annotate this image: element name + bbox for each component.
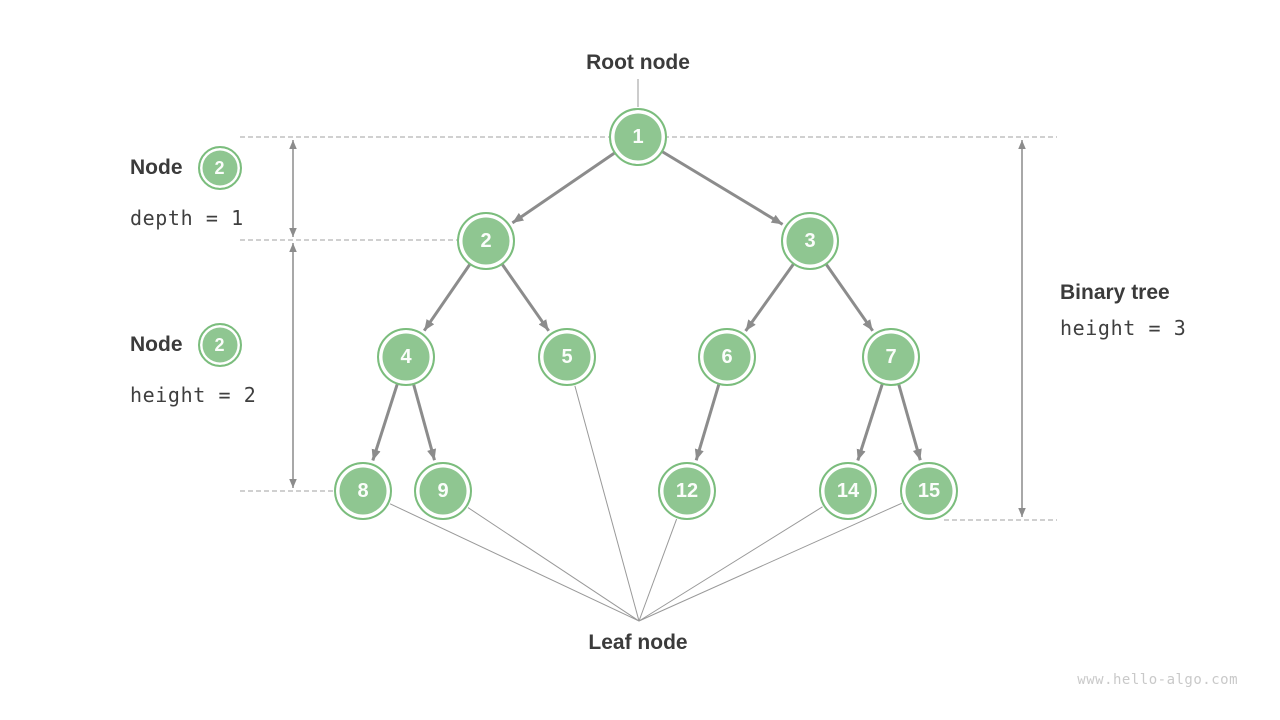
leaf-pointer-line [638,518,678,622]
leaf-pointer-line [638,506,823,622]
root-node-label: Root node [586,51,690,74]
node-depth-annotation: Node 2 depth = 1 [130,146,244,230]
node-depth-head: Node 2 [130,146,244,190]
tree-edge-1-3 [661,150,784,226]
tree-edge-7-14 [856,383,884,461]
tree-edge-7-15 [897,383,922,461]
node-depth-title: Node [130,156,183,179]
tree-edge-2-4 [422,263,472,332]
node-height-head: Node 2 [130,323,256,367]
leaf-pointer-line [638,502,902,622]
binary-tree-height-detail: height = 3 [1060,316,1187,340]
tree-edge-4-9 [412,383,437,461]
leaf-pointer-line [389,503,640,622]
node-height-annotation: Node 2 height = 2 [130,323,256,407]
node-depth-detail: depth = 1 [130,206,244,230]
node-height-badge: 2 [197,323,242,367]
tree-edge-1-2 [511,151,616,225]
tree-edge-4-8 [371,383,399,461]
tree-edge-3-6 [744,262,795,332]
node-height-title: Node [130,333,183,356]
tree-edge-6-12 [694,383,721,461]
watermark: www.hello-algo.com [1077,672,1238,688]
node-height-detail: height = 2 [130,383,257,407]
tree-edge-3-7 [824,263,874,332]
binary-tree-height-title: Binary tree [1060,281,1170,304]
binary-tree-height-annotation: Binary tree height = 3 [1060,280,1186,340]
leaf-pointer-line [574,385,640,622]
node-depth-badge: 2 [197,146,242,190]
leaf-pointer-line [467,507,640,622]
leaf-node-label: Leaf node [588,631,688,654]
tree-edge-2-5 [500,263,550,332]
